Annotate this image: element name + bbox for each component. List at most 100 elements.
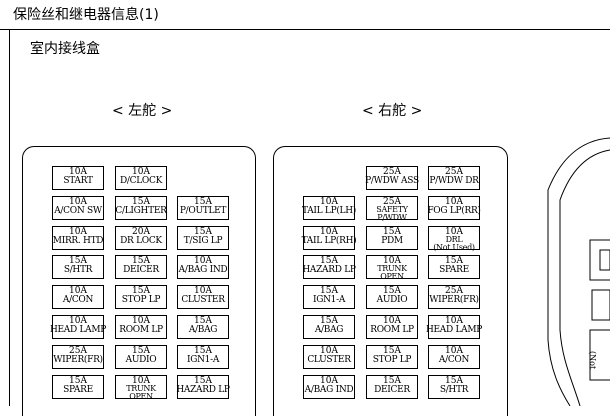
fuse-label: DRL(Not Used): [433, 235, 475, 252]
fuse-amperage: 10A: [445, 227, 463, 237]
fuse-amperage: 10A: [132, 167, 150, 177]
fuse-amperage: 15A: [383, 227, 401, 237]
fuse-label: D/CLOCK: [120, 176, 162, 186]
fuse-amperage: 15A: [383, 376, 401, 386]
fuse-label: P/OUTLET: [179, 206, 227, 216]
fuse-amperage: 15A: [383, 346, 401, 356]
fuse-label: SPARE: [439, 265, 469, 275]
fuse-amperage: 10A: [69, 286, 87, 296]
right-hand-drive-label: < 右舵 >: [362, 103, 423, 119]
fuse-label: A/CON: [62, 295, 94, 305]
fuse-label: AUDIO: [376, 295, 408, 305]
fuse-label: IGN1-A: [312, 295, 346, 305]
fuse-amperage: 15A: [132, 197, 150, 207]
vehicle-outline-diagram: (Not: [547, 137, 610, 406]
fuse-label: P/WDW ASS: [365, 176, 419, 186]
fuse-amperage: 10A: [132, 376, 150, 386]
fuse-amperage: 15A: [69, 376, 87, 386]
fuse-label: A/CON SW: [54, 206, 102, 216]
fuse-label: SPARE: [63, 385, 93, 395]
fuse-amperage: 10A: [69, 316, 87, 326]
fuse-amperage: 15A: [320, 256, 338, 266]
fuse-label: DEICER: [374, 385, 410, 395]
fuse-amperage: 10A: [445, 346, 463, 356]
fuse-label: STOP LP: [372, 355, 412, 365]
fuse-label: T/SIG LP: [183, 236, 223, 246]
fuse-amperage: 10A: [194, 286, 212, 296]
fuse-label: HEAD LAMP: [425, 325, 483, 335]
fuse-amperage: 15A: [132, 256, 150, 266]
fuse-amperage: 10A: [445, 316, 463, 326]
fuse-label: WIPER(FR): [429, 295, 479, 305]
fuse-label: FOG LP(RR): [427, 206, 481, 216]
fuse-amperage: 15A: [132, 286, 150, 296]
fuse-label: ROOM LP: [370, 325, 414, 335]
fuse-label: START: [63, 176, 93, 186]
fuse-label: CLUSTER: [307, 355, 351, 365]
fuse-amperage: 15A: [194, 316, 212, 326]
fuse-label: C/LIGHTER: [115, 206, 167, 216]
fuse-label: HAZARD LP: [176, 385, 230, 395]
fuse-amperage: 10A: [194, 256, 212, 266]
fuse-amperage: 10A: [69, 167, 87, 177]
fuse-amperage: 25A: [383, 197, 401, 207]
content-frame: [9, 30, 610, 406]
fuse-label: S/HTR: [439, 385, 469, 395]
fuse-label: A/BAG IND: [304, 385, 354, 395]
fuse-label: WIPER(FR): [53, 355, 103, 365]
connector-shape: [589, 239, 610, 281]
page-title: 保险丝和继电器信息(1): [13, 7, 159, 23]
fuse-label: DEICER: [123, 265, 159, 275]
left-hand-drive-label: < 左舵 >: [112, 103, 173, 119]
section-subtitle: 室内接线盒: [30, 41, 100, 57]
fuse-label: A/CON: [438, 355, 470, 365]
fuse-label: AUDIO: [125, 355, 157, 365]
fuse-amperage: 10A: [320, 346, 338, 356]
fuse-amperage: 10A: [69, 227, 87, 237]
diagram-label: (Not: [588, 351, 597, 370]
fuse-label: HEAD LAMP: [49, 325, 107, 335]
fuse-amperage: 25A: [445, 286, 463, 296]
fuse-label: CLUSTER: [181, 295, 225, 305]
fuse-label: ROOM LP: [119, 325, 163, 335]
fuse-label: PDM: [381, 236, 403, 246]
fuse-label: DR LOCK: [120, 236, 162, 246]
fuse-amperage: 10A: [69, 197, 87, 207]
fuse-amperage: 10A: [320, 197, 338, 207]
fuse-amperage: 15A: [194, 197, 212, 207]
fuse-amperage: 25A: [383, 167, 401, 177]
